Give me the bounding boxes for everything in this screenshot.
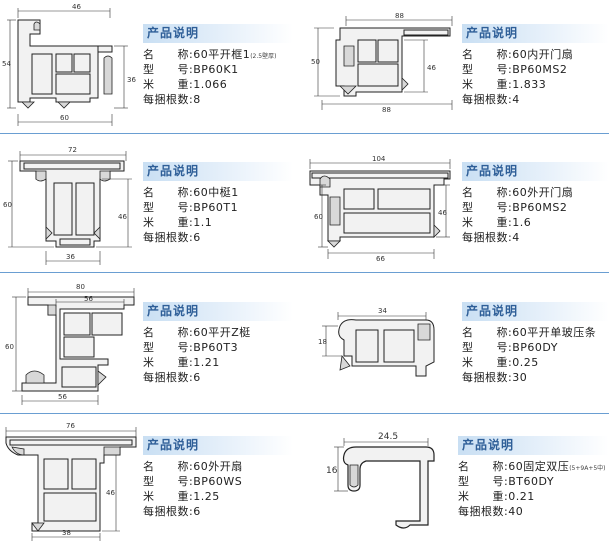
dim-left: 18 [318, 338, 327, 346]
profile-drawing-bp60t1: 72 60 46 36 [0, 135, 140, 270]
dim-bottom: 36 [66, 253, 75, 261]
product-name: 60外开门扇 [512, 186, 574, 199]
product-weight: 1.066 [193, 78, 228, 91]
product-info-bp60ms2-outer: 产品说明 名 称:60外开门扇 型 号:BP60MS2 米 重:1.6 每捆根数… [462, 162, 609, 252]
dim-left: 60 [3, 201, 12, 209]
dim-left: 16 [326, 466, 338, 476]
profile-drawing-bp60ms2-outer: 104 60 46 66 [300, 135, 460, 270]
dim-left: 60 [314, 213, 323, 221]
product-model: BP60DY [512, 341, 558, 354]
dim-top: 80 [76, 283, 85, 291]
profile-drawing-bp60k1: 46 54 36 60 [0, 0, 140, 130]
profile-drawing-bp60ws: 76 46 38 [0, 415, 140, 542]
product-name: 60平开单玻压条 [512, 326, 597, 339]
product-name: 60中梃1 [193, 186, 239, 199]
dim-bottom: 60 [60, 114, 69, 122]
product-model: BP60K1 [193, 63, 239, 76]
product-note: (2.5壁厚) [250, 53, 277, 60]
product-model: BP60T3 [193, 341, 239, 354]
section-title: 产品说明 [462, 302, 609, 321]
dim-top: 104 [372, 155, 386, 163]
section-title: 产品说明 [458, 436, 609, 455]
section-title: 产品说明 [462, 24, 609, 43]
product-count: 6 [193, 371, 201, 384]
product-weight: 1.1 [193, 216, 213, 229]
product-count: 6 [193, 505, 201, 518]
dim-left: 50 [311, 58, 320, 66]
dim-right: 46 [118, 213, 127, 221]
dim-bottom: 66 [376, 255, 385, 263]
product-model: BP60MS2 [512, 63, 568, 76]
product-info-bp60t1: 产品说明 名 称:60中梃1 型 号:BP60T1 米 重:1.1 每捆根数:6 [143, 162, 293, 252]
section-title: 产品说明 [143, 302, 293, 321]
dim-right: 46 [438, 209, 447, 217]
dim-right: 46 [106, 489, 115, 497]
product-info-bp60k1: 产品说明 名 称:60平开框1(2.5壁厚) 型 号:BP60K1 米 重:1.… [143, 24, 293, 114]
product-weight: 0.21 [508, 490, 535, 503]
profile-drawing-bp60ms2-inner: 88 50 46 88 [300, 0, 460, 130]
product-count: 40 [508, 505, 524, 518]
section-title: 产品说明 [462, 162, 609, 181]
product-info-bp60dy: 产品说明 名 称:60平开单玻压条 型 号:BP60DY 米 重:0.25 每捆… [462, 302, 609, 392]
dim-top: 72 [68, 146, 77, 154]
dim-left: 60 [5, 343, 14, 351]
dim-top: 46 [72, 3, 81, 11]
row-separator [0, 272, 609, 273]
dim-top: 76 [66, 422, 75, 430]
product-info-bp60ws: 产品说明 名 称:60外开扇 型 号:BP60WS 米 重:1.25 每捆根数:… [143, 436, 293, 526]
product-name: 60外开扇 [193, 460, 243, 473]
product-model: BP60T1 [193, 201, 239, 214]
dim-right: 46 [427, 64, 436, 72]
dim-top: 34 [378, 307, 387, 315]
section-title: 产品说明 [143, 24, 293, 43]
product-count: 4 [512, 93, 520, 106]
product-name: 60平开Z梃 [193, 326, 251, 339]
product-weight: 1.6 [512, 216, 532, 229]
product-name: 60平开框1 [193, 48, 251, 61]
product-name: 60内开门扇 [512, 48, 574, 61]
product-count: 6 [193, 231, 201, 244]
dim-top: 88 [395, 12, 404, 20]
product-count: 4 [512, 231, 520, 244]
product-model: BT60DY [508, 475, 555, 488]
dim-bottom: 38 [62, 529, 71, 537]
dim-right: 36 [127, 76, 136, 84]
product-count: 30 [512, 371, 528, 384]
product-name: 60固定双压 [508, 460, 570, 473]
product-count: 8 [193, 93, 201, 106]
dim-top: 24.5 [378, 432, 398, 442]
product-weight: 1.25 [193, 490, 220, 503]
product-info-bt60dy: 产品说明 名 称:60固定双压(5+9A+5中) 型 号:BT60DY 米 重:… [458, 436, 609, 526]
product-note: (5+9A+5中) [569, 465, 606, 472]
product-model: BP60WS [193, 475, 243, 488]
profile-drawing-bp60dy: 34 18 [310, 300, 460, 395]
dim-top2: 56 [84, 295, 93, 303]
dim-left: 54 [2, 60, 11, 68]
product-weight: 1.833 [512, 78, 547, 91]
product-weight: 1.21 [193, 356, 220, 369]
dim-bottom: 56 [58, 393, 67, 401]
profile-drawing-bp60t3: 80 56 60 56 [0, 275, 140, 410]
dim-bottom: 88 [382, 106, 391, 114]
product-model: BP60MS2 [512, 201, 568, 214]
product-info-bp60t3: 产品说明 名 称:60平开Z梃 型 号:BP60T3 米 重:1.21 每捆根数… [143, 302, 293, 392]
product-weight: 0.25 [512, 356, 539, 369]
row-separator [0, 133, 609, 134]
section-title: 产品说明 [143, 436, 293, 455]
profile-drawing-bt60dy: 24.5 16 [310, 425, 460, 542]
section-title: 产品说明 [143, 162, 293, 181]
row-separator [0, 413, 609, 414]
product-info-bp60ms2-inner: 产品说明 名 称:60内开门扇 型 号:BP60MS2 米 重:1.833 每捆… [462, 24, 609, 114]
